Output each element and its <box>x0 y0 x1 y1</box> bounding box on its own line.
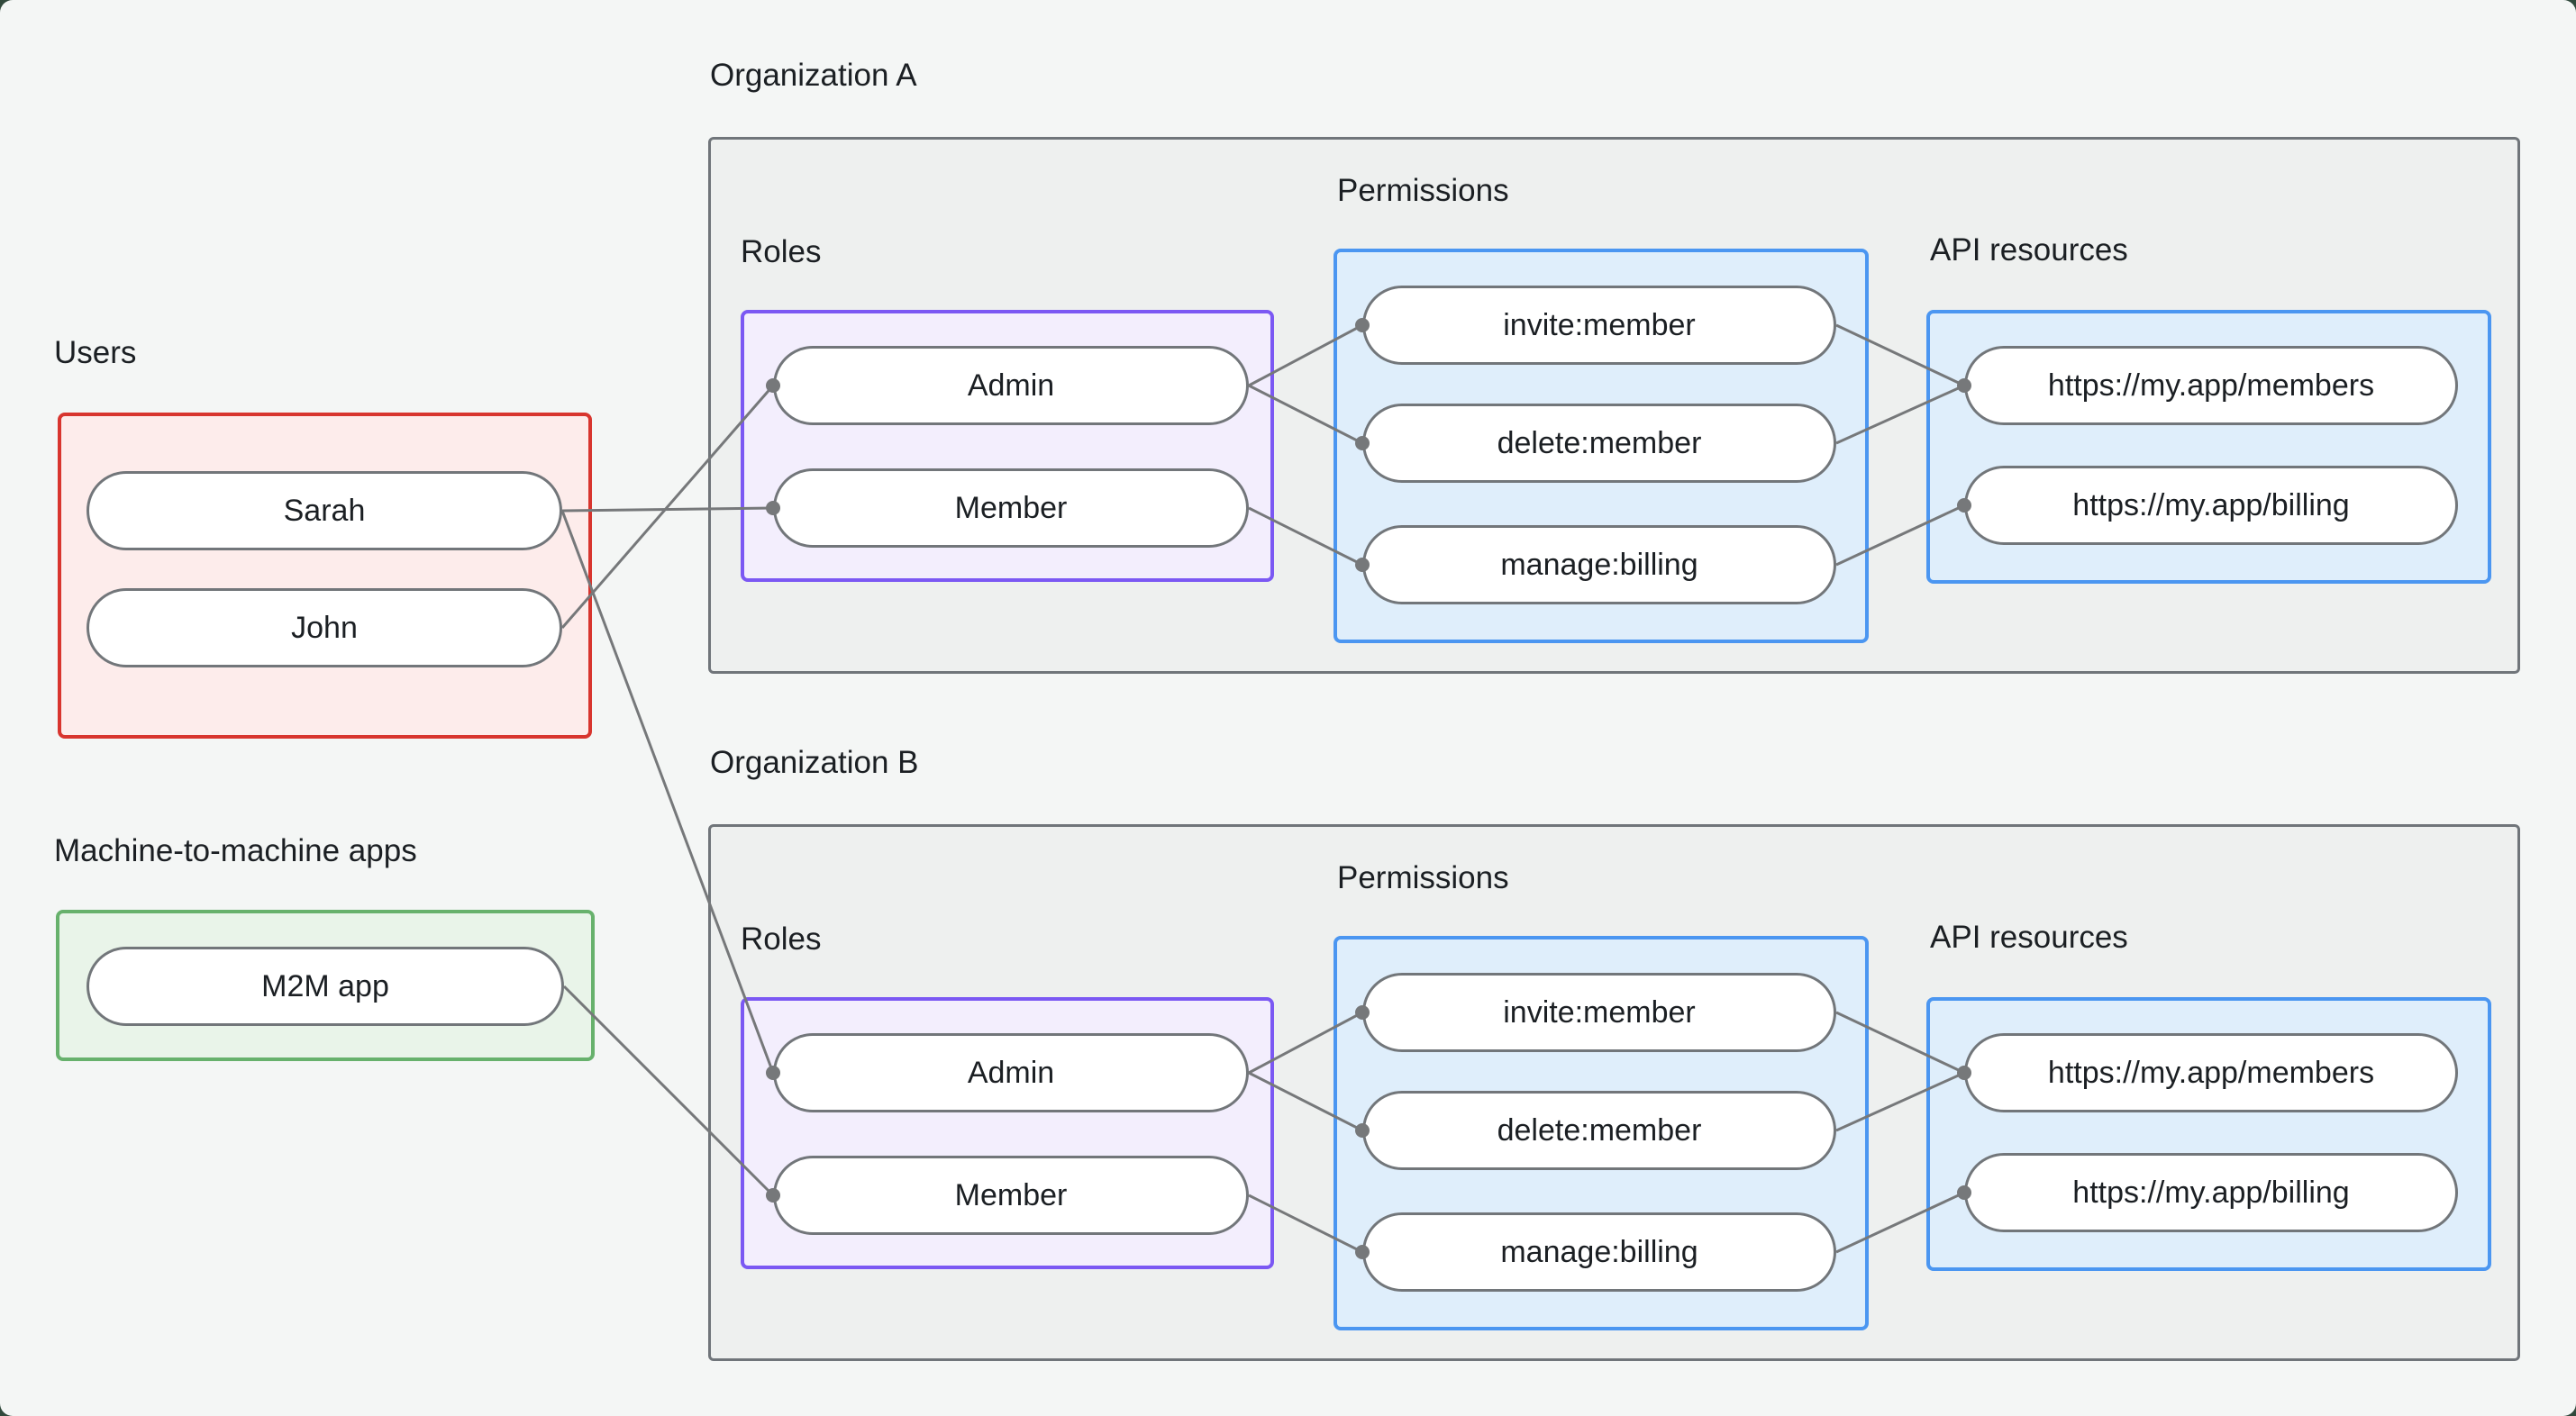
node-org-a-manage-billing: manage:billing <box>1362 525 1836 604</box>
node-org-b-member: Member <box>773 1156 1249 1235</box>
node-org-b-manage-billing: manage:billing <box>1362 1212 1836 1292</box>
node-org-b-member-label: Member <box>954 1177 1068 1212</box>
org-b-title: Organization B <box>710 745 919 780</box>
node-org-a-member: Member <box>773 468 1249 548</box>
node-org-b-invite-member-label: invite:member <box>1503 994 1696 1030</box>
node-org-a-api-billing-label: https://my.app/billing <box>2072 487 2350 522</box>
node-org-b-invite-member: invite:member <box>1362 973 1836 1052</box>
node-org-a-admin: Admin <box>773 346 1249 425</box>
node-org-b-admin-label: Admin <box>967 1055 1055 1090</box>
users-label: Users <box>54 335 137 370</box>
node-org-a-manage-billing-label: manage:billing <box>1500 547 1698 582</box>
node-sarah-label: Sarah <box>283 493 366 528</box>
node-john-label: John <box>291 610 358 645</box>
node-org-a-api-members-label: https://my.app/members <box>2047 368 2375 403</box>
org-a-title: Organization A <box>710 58 917 93</box>
node-org-a-api-members: https://my.app/members <box>1964 346 2458 425</box>
m2m-apps-label: Machine-to-machine apps <box>54 833 417 868</box>
node-org-a-delete-member-label: delete:member <box>1497 425 1702 460</box>
node-org-b-api-members: https://my.app/members <box>1964 1033 2458 1112</box>
node-org-b-admin: Admin <box>773 1033 1249 1112</box>
node-org-a-api-billing: https://my.app/billing <box>1964 466 2458 545</box>
node-org-a-invite-member: invite:member <box>1362 286 1836 365</box>
node-m2m-app: M2M app <box>86 947 564 1026</box>
node-org-b-api-billing-label: https://my.app/billing <box>2072 1175 2350 1210</box>
org-b-permissions-label: Permissions <box>1337 860 1509 895</box>
node-org-a-admin-label: Admin <box>967 368 1055 403</box>
node-john: John <box>86 588 562 667</box>
node-org-b-manage-billing-label: manage:billing <box>1500 1234 1698 1269</box>
org-b-roles-label: Roles <box>741 921 822 957</box>
node-sarah: Sarah <box>86 471 562 550</box>
node-org-b-delete-member-label: delete:member <box>1497 1112 1702 1148</box>
org-a-api-resources-label: API resources <box>1930 232 2128 268</box>
org-b-api-resources-label: API resources <box>1930 920 2128 955</box>
node-org-b-api-members-label: https://my.app/members <box>2047 1055 2375 1090</box>
org-a-roles-label: Roles <box>741 234 822 269</box>
node-org-a-delete-member: delete:member <box>1362 404 1836 483</box>
node-org-b-delete-member: delete:member <box>1362 1091 1836 1170</box>
node-org-a-member-label: Member <box>954 490 1068 525</box>
users-group-box <box>58 413 592 739</box>
org-a-permissions-label: Permissions <box>1337 173 1509 208</box>
node-m2m-app-label: M2M app <box>261 968 389 1003</box>
node-org-b-api-billing: https://my.app/billing <box>1964 1153 2458 1232</box>
node-org-a-invite-member-label: invite:member <box>1503 307 1696 342</box>
